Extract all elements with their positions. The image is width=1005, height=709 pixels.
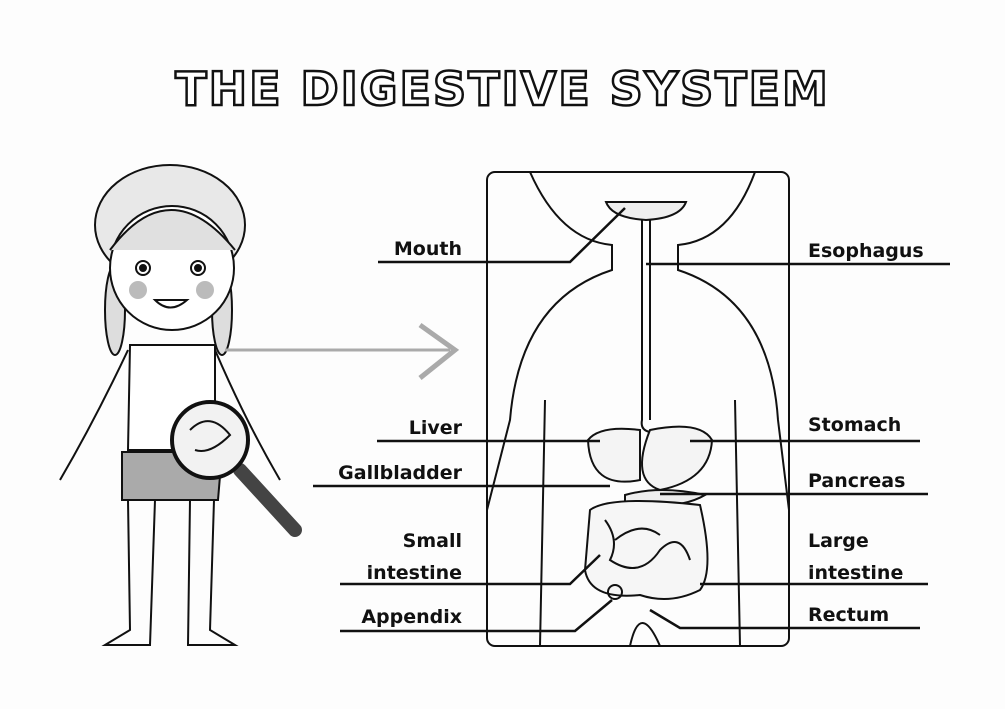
label-esophagus: Esophagus (808, 240, 924, 262)
label-small-intestine: Small intestine (320, 530, 462, 584)
label-rectum: Rectum (808, 604, 890, 626)
label-large-intestine-line1: Large (808, 530, 869, 552)
label-pancreas: Pancreas (808, 470, 906, 492)
girl-illustration (59, 164, 460, 646)
label-small-intestine-line2: intestine (366, 562, 462, 584)
label-liver: Liver (408, 417, 462, 439)
label-stomach: Stomach (808, 414, 902, 436)
label-appendix: Appendix (361, 606, 462, 628)
label-large-intestine: Large intestine (808, 530, 903, 584)
leader-lines (313, 207, 950, 633)
body-diagram (486, 171, 790, 647)
label-mouth: Mouth (393, 238, 462, 260)
label-gallbladder: Gallbladder (338, 462, 462, 484)
label-small-intestine-line1: Small (402, 530, 462, 552)
page-title: THE DIGESTIVE SYSTEM (174, 61, 830, 118)
label-large-intestine-line2: intestine (808, 562, 904, 584)
